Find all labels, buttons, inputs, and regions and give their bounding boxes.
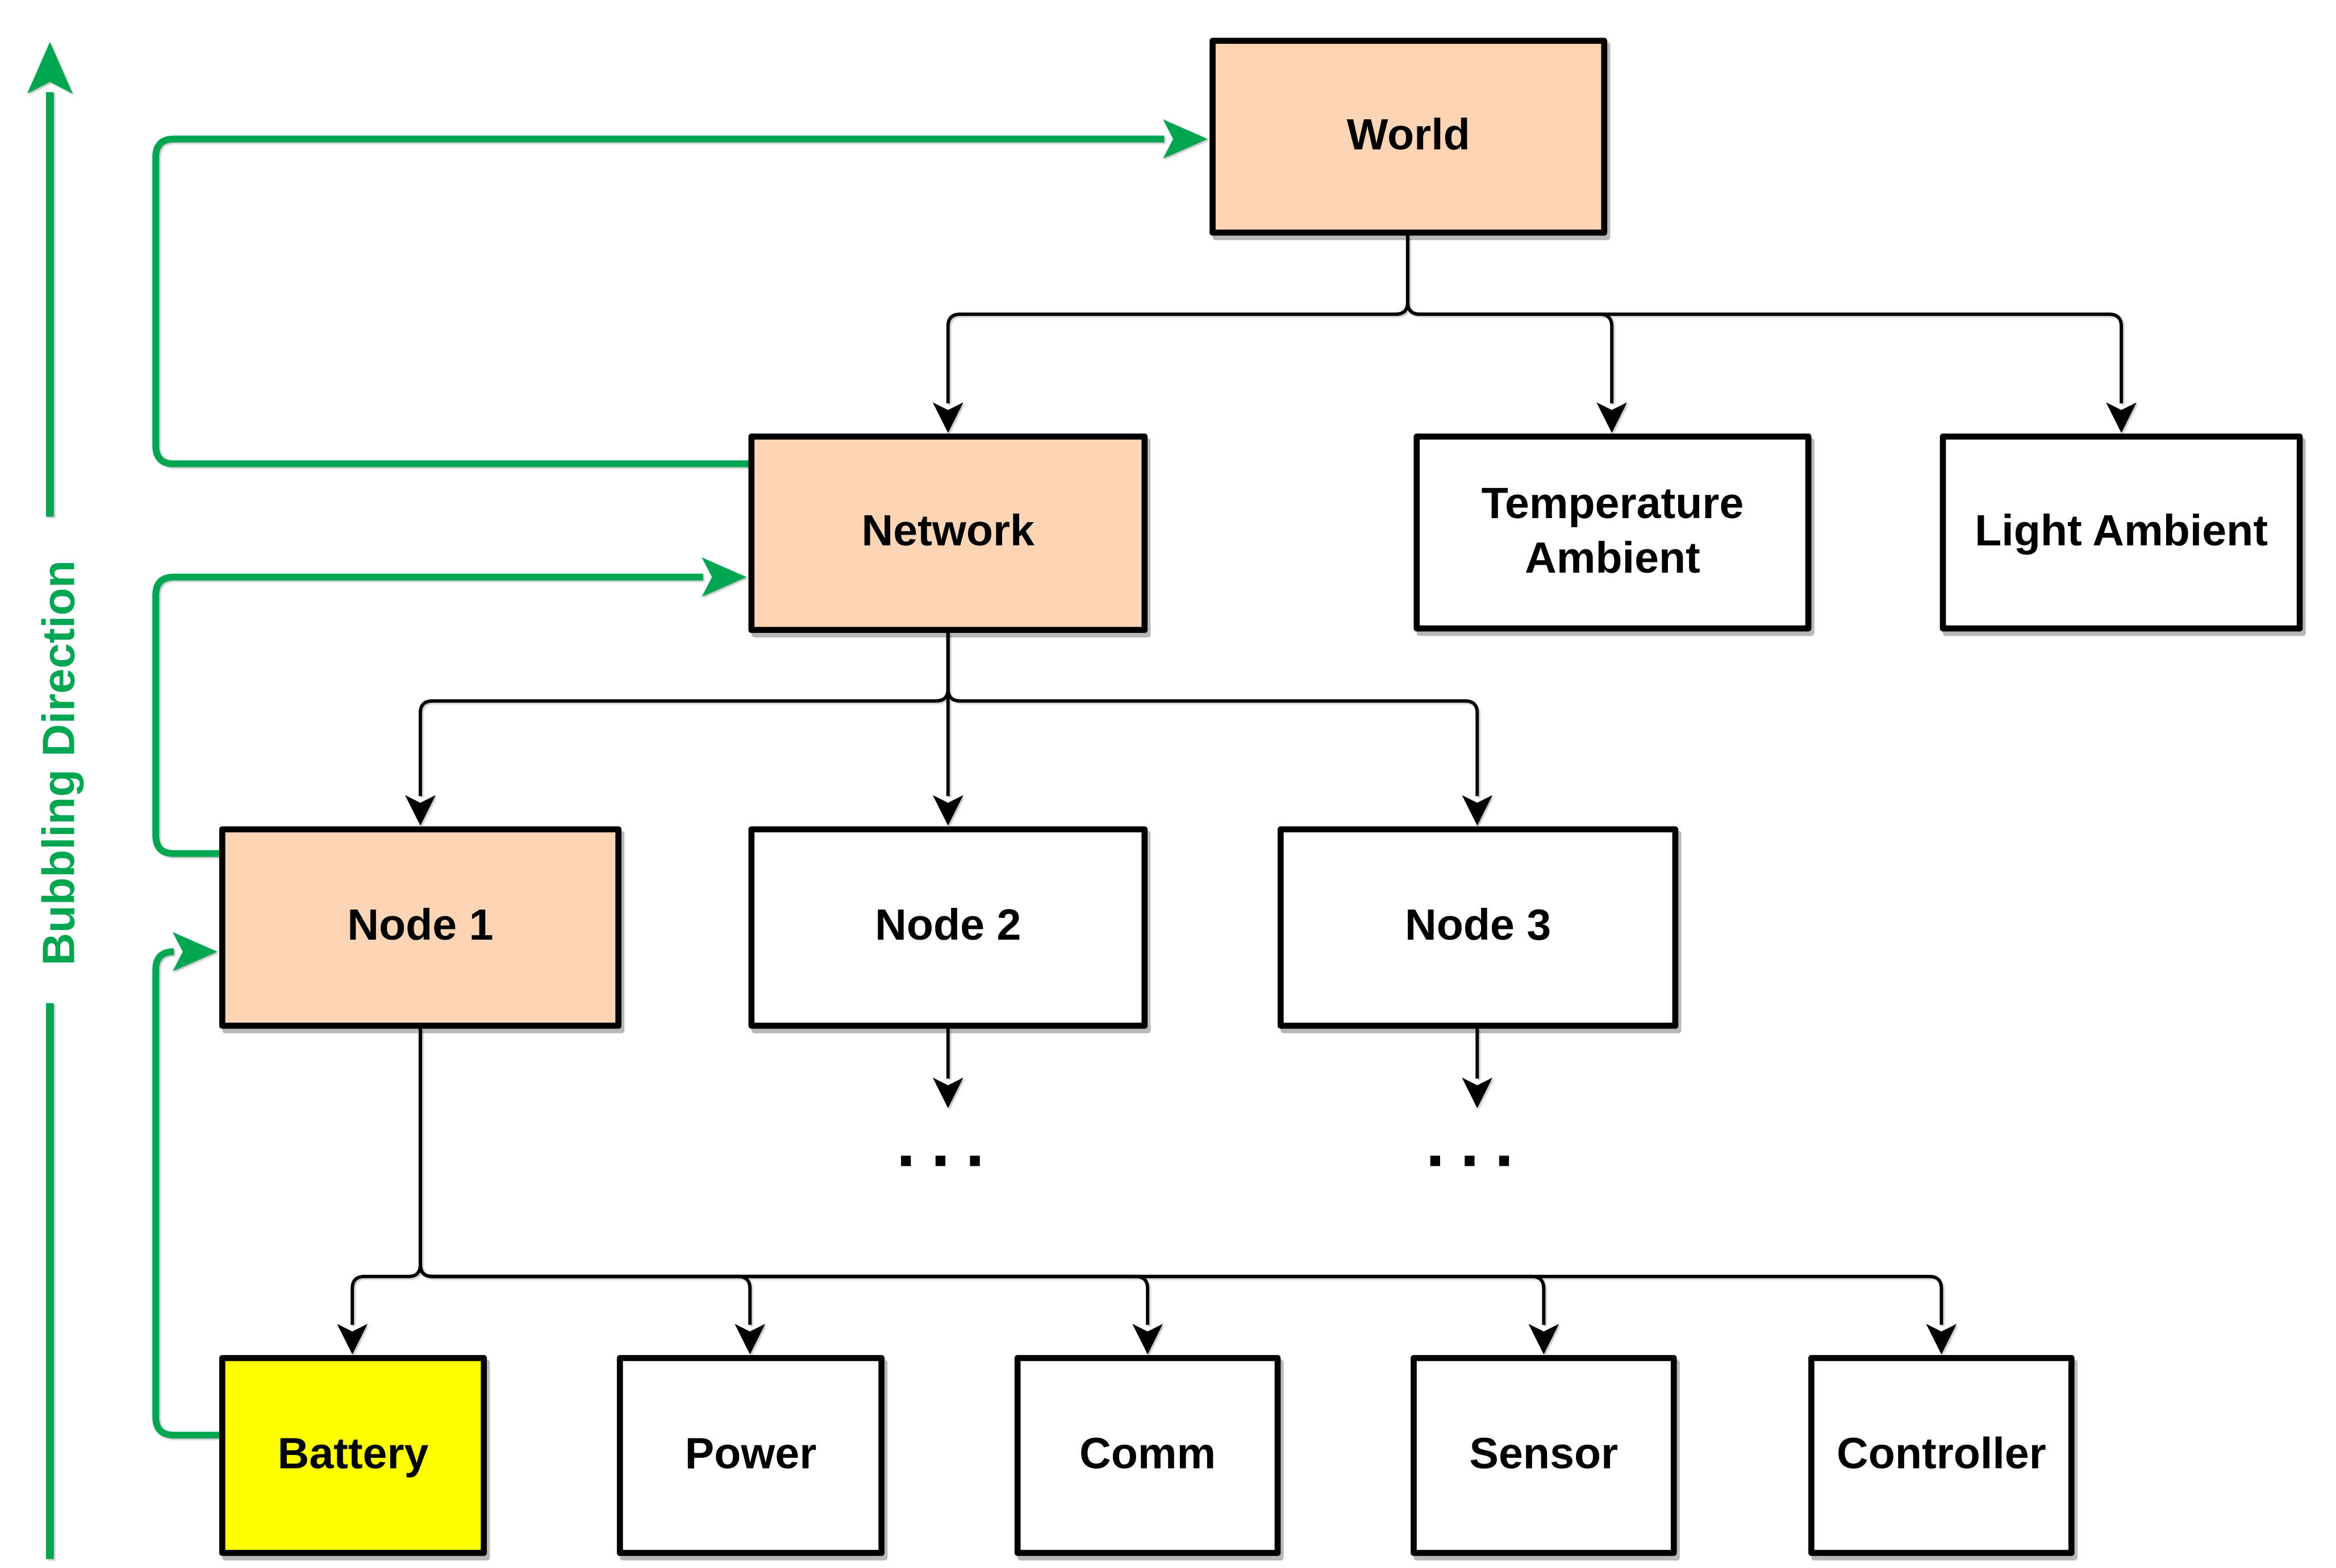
node-power: Power [616,1355,885,1556]
node2-more-ellipsis: ... [896,1103,1000,1182]
node-comm: Comm [1014,1355,1281,1556]
edge-network-node1 [404,633,950,826]
node-battery: Battery [219,1355,487,1556]
node-node2-label: Node 2 [875,902,1021,951]
node-node1: Node 1 [219,826,621,1029]
node-network: Network [748,433,1148,633]
bubble-battery-to-node1 [152,932,219,1439]
edge-node1-controller [418,1028,1957,1355]
node-node3-label: Node 3 [1404,902,1551,951]
node-sensor: Sensor [1411,1355,1677,1556]
node-light-ambient-label: Light Ambient [1975,507,2268,556]
node-power-label: Power [685,1430,817,1479]
bubble-node1-to-network [152,557,747,857]
edge-world-temperature [1405,235,1628,433]
node-controller: Controller [1808,1355,2075,1556]
edge-network-node3 [946,633,1493,826]
node-controller-label: Controller [1836,1430,2046,1479]
node-sensor-label: Sensor [1469,1430,1618,1479]
node-comm-label: Comm [1079,1430,1216,1479]
node-node2: Node 2 [748,826,1148,1029]
node-node1-label: Node 1 [347,902,494,951]
node-network-label: Network [861,508,1035,557]
node3-more-ellipsis: ... [1425,1103,1529,1182]
node-battery-label: Battery [277,1430,429,1479]
bubble-network-to-world [152,119,1208,468]
edge-world-network [932,235,1409,433]
node-world-label: World [1346,111,1470,160]
node-temperature-ambient: Temperature Ambient [1413,433,1812,632]
bubbling-direction-label: Bubbling Direction [35,560,85,966]
edge-node1-power [418,1028,766,1355]
node-node3: Node 3 [1277,826,1679,1029]
edge-node1-battery [337,1028,422,1355]
edge-world-light [1405,235,2137,433]
node-world: World [1209,37,1608,236]
node-light-ambient: Light Ambient [1939,433,2303,632]
node-temperature-ambient-label: Temperature Ambient [1481,480,1744,583]
